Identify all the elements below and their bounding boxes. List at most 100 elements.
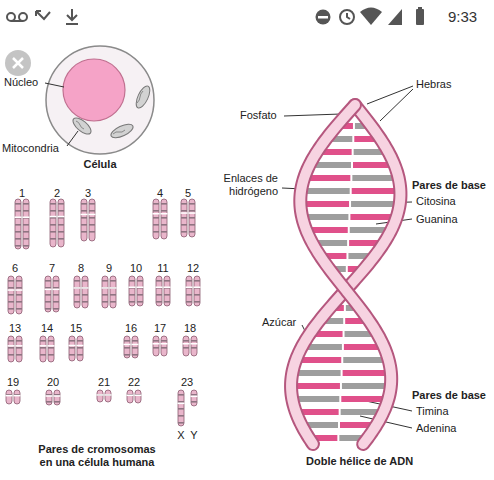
part-label: Adenina	[416, 422, 456, 435]
chromosome-number: 9	[97, 262, 121, 275]
chromatid	[53, 276, 59, 312]
chromosome-band	[50, 210, 56, 212]
base	[296, 383, 340, 389]
chromatid	[137, 276, 143, 306]
centromere	[194, 287, 201, 289]
chromosome-band	[45, 280, 51, 282]
base-pair	[324, 318, 364, 324]
voicemail-icon	[7, 13, 15, 21]
chromosome-band	[181, 217, 187, 219]
chromosome-band	[8, 280, 14, 282]
chromosome-band	[58, 238, 64, 240]
chromosome-band	[161, 203, 167, 205]
chromosome-band	[153, 340, 159, 342]
chromosome-band	[156, 280, 162, 282]
chromosome-band	[137, 301, 143, 303]
chromosome-band	[186, 301, 192, 303]
missed-call-icon	[36, 11, 50, 19]
centromere	[15, 217, 22, 219]
chromatid	[105, 390, 111, 402]
centromere	[89, 214, 96, 216]
chromosome-band	[129, 287, 135, 289]
base	[306, 422, 338, 428]
chromosome-band	[102, 301, 108, 303]
chromosome	[161, 336, 168, 356]
base-pair	[317, 240, 379, 246]
centromere	[164, 287, 171, 289]
chromosome-band	[153, 347, 159, 349]
chromosome-band	[189, 224, 195, 226]
chromosome-band	[74, 294, 80, 296]
chromosome-band	[58, 210, 64, 212]
chromosome	[16, 276, 23, 314]
part-label: Enlaces de hidrógeno	[208, 172, 278, 198]
chromosome-band	[132, 347, 138, 349]
chromosome	[53, 276, 60, 312]
chromosome-band	[156, 287, 162, 289]
chromatid	[194, 276, 200, 306]
chromosome-band	[132, 340, 138, 342]
base	[350, 227, 387, 233]
chromosome	[161, 199, 168, 239]
base	[340, 422, 372, 428]
centromere	[110, 287, 117, 289]
chromatid	[54, 390, 60, 405]
chromosome-number: 16	[119, 322, 143, 335]
centromere	[54, 395, 61, 397]
strand	[291, 105, 400, 444]
chromosome	[102, 276, 109, 308]
centromere	[81, 214, 88, 216]
chromosome-band	[129, 301, 135, 303]
chromatid	[191, 336, 197, 356]
chromosome	[183, 336, 190, 356]
chromosome	[191, 336, 198, 356]
chromatid	[135, 390, 141, 403]
chromosome-band	[58, 203, 64, 205]
mitochondrion	[137, 91, 143, 103]
chromosome	[69, 336, 76, 361]
base	[352, 188, 396, 194]
chromosome	[45, 276, 52, 312]
centromere	[105, 394, 112, 396]
base-pair	[315, 331, 373, 337]
leader-line	[380, 89, 413, 121]
chromosome	[110, 276, 117, 308]
chromatid	[161, 336, 167, 356]
chromosome-band	[23, 245, 29, 247]
chromosome-band	[82, 280, 88, 282]
part-label: Azúcar	[262, 316, 296, 329]
chromosome-band	[8, 340, 14, 342]
chromatid	[156, 276, 162, 306]
chromosome-band	[74, 280, 80, 282]
chromosome-band	[164, 301, 170, 303]
chromosome-band	[153, 210, 159, 212]
chromatid	[183, 336, 189, 356]
chromosome	[105, 390, 112, 402]
centromere	[45, 289, 52, 291]
chromosome-number: 10	[124, 262, 148, 275]
strand	[300, 105, 391, 444]
chromatid	[77, 336, 83, 361]
chromatid	[45, 276, 51, 312]
chromosome-band	[40, 354, 46, 356]
chromosome-band	[189, 203, 195, 205]
chromosome-band	[16, 340, 22, 342]
chromosome-band	[178, 422, 184, 424]
centromere	[102, 287, 109, 289]
base-pair	[307, 344, 379, 350]
centromere	[6, 395, 13, 397]
chromosome-band	[16, 308, 22, 310]
base-pair	[311, 227, 386, 233]
chromosome-number: 13	[3, 322, 27, 335]
chromosome-band	[194, 287, 200, 289]
chromosome-band	[6, 394, 12, 396]
chromosome	[48, 336, 55, 362]
chromatid	[50, 199, 56, 247]
chromosome	[135, 390, 142, 403]
figure-title: Pares de cromosomas en una célula humana	[31, 443, 163, 469]
chromosome-band	[89, 203, 95, 205]
chromosome-band	[8, 347, 14, 349]
close-button	[13, 58, 23, 68]
centromere	[156, 287, 163, 289]
part-label: Hebras	[416, 78, 451, 91]
